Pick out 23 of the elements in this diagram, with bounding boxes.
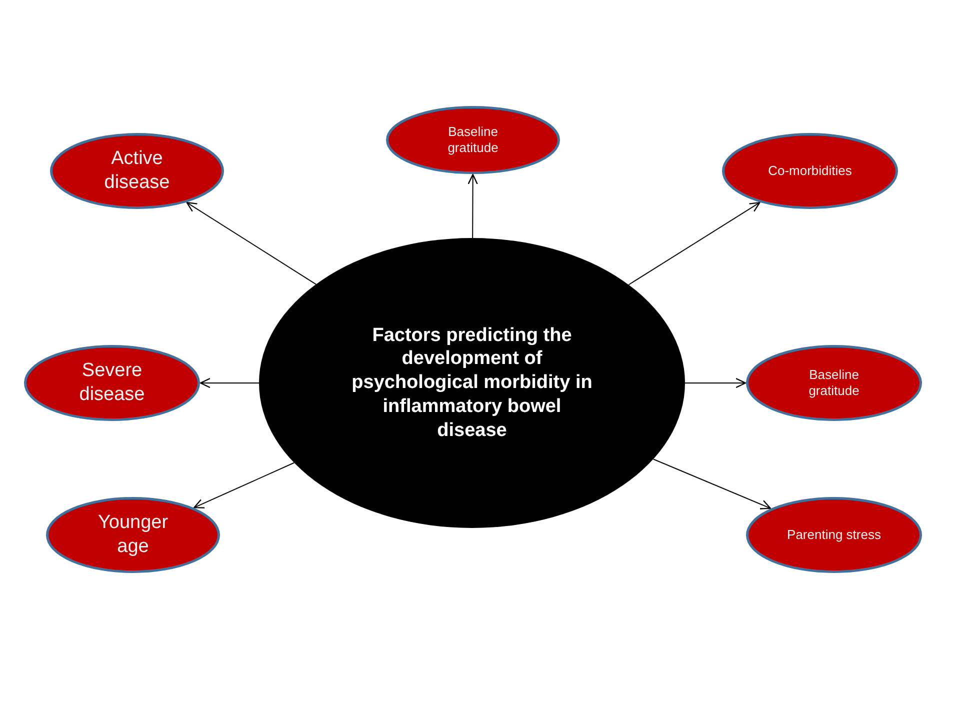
factor-ellipse: [44, 495, 222, 575]
factor-ellipse: [48, 131, 226, 211]
factor-ellipse: [720, 131, 900, 211]
arrow: [628, 202, 760, 286]
node-label: Younger age: [96, 511, 170, 559]
factor-ellipse: [744, 343, 924, 423]
node-label: Factors predicting the development of psychological morbidity in inflammatory bowel disease: [350, 324, 594, 442]
arrow: [684, 378, 746, 388]
factor-ellipse: [22, 343, 202, 423]
factor-ellipse: [744, 495, 924, 575]
arrow: [652, 458, 772, 510]
node-label: Parenting stress: [787, 526, 881, 544]
node-label: Severe disease: [78, 359, 146, 407]
arrow: [200, 378, 260, 388]
node-label: Active disease: [103, 147, 171, 195]
node-label: Baseline gratitude: [446, 124, 500, 156]
arrow: [468, 174, 478, 238]
node-label: Co-morbidities: [768, 162, 852, 180]
central-ellipse: [257, 236, 687, 530]
node-label: Baseline gratitude: [808, 366, 860, 400]
factor-ellipse: [384, 104, 562, 176]
arrow: [186, 202, 316, 285]
arrow: [194, 462, 295, 508]
